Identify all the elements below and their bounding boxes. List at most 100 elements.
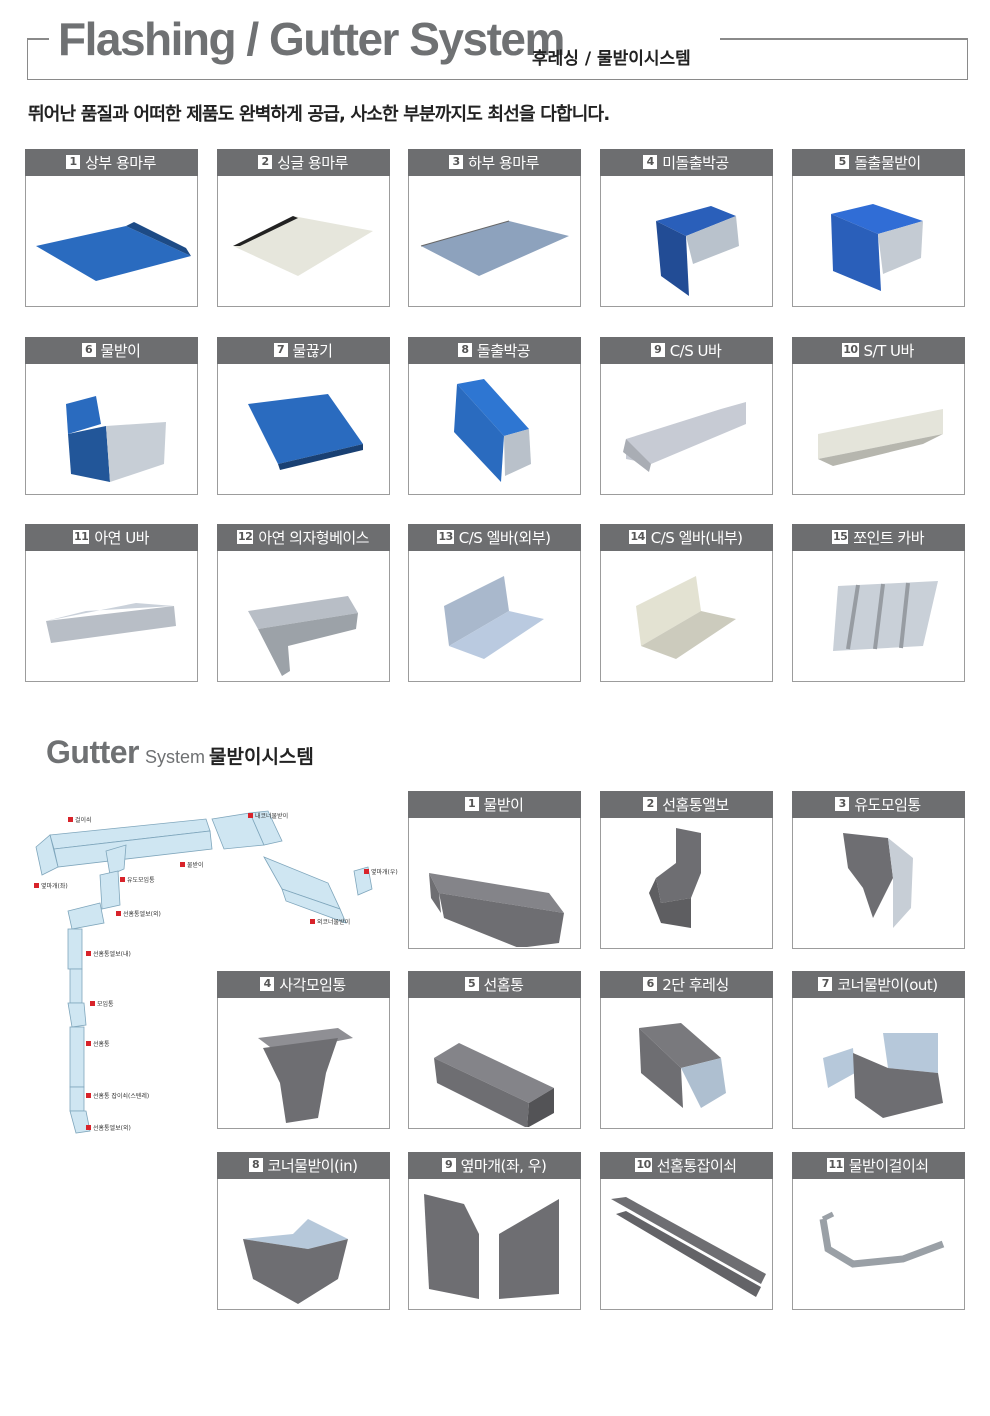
diagram-label: 물받이 [180, 860, 204, 869]
flashing-card-number: 4 [643, 155, 658, 169]
flashing-card-label: C/S U바 [669, 341, 722, 360]
gutter-card-number: 3 [835, 797, 850, 811]
flashing-product-image [248, 394, 363, 470]
gutter-card-label: 옆마개(좌, 우) [460, 1156, 547, 1175]
gutter-card-label: 코너물받이(out) [837, 975, 938, 994]
gutter-product-image [819, 1211, 945, 1268]
flashing-card: 13 C/S 엘바(외부) [407, 523, 581, 682]
gutter-card-number: 7 [818, 977, 833, 991]
diagram-label: 유도모임통 [120, 875, 155, 884]
diagram-label-text: 걸이쇠 [75, 817, 92, 824]
diagram-label-text: 내코너물받이 [255, 813, 289, 820]
flashing-card-number: 3 [449, 155, 464, 169]
marker-square-icon [68, 817, 73, 822]
tagline: 뛰어난 품질과 어떠한 제품도 완벽하게 공급, 사소한 부분까지도 최선을 다… [28, 104, 610, 125]
flashing-card-header: 9 C/S U바 [599, 336, 773, 364]
gutter-product-image [429, 873, 564, 947]
flashing-product-image [66, 396, 166, 482]
gutter-card-label: 선홈통잡이쇠 [656, 1156, 737, 1175]
page-subtitle: 후레싱 / 물받이시스템 [532, 49, 691, 69]
gutter-card-number: 2 [643, 797, 658, 811]
gutter-product-image [243, 1219, 348, 1304]
gutter-product-image [611, 1197, 766, 1297]
diagram-label-text: 선홈통 [93, 1041, 110, 1048]
gutter-product-image [843, 833, 913, 928]
gutter-card-number: 8 [248, 1158, 263, 1172]
gutter-title-big: Gutter [46, 734, 140, 770]
flashing-card-label: 상부 용마루 [85, 153, 156, 172]
diagram-label: 외코너물받이 [310, 917, 350, 926]
flashing-card: 4 미돌출박공 [599, 148, 773, 307]
gutter-card-number: 6 [643, 977, 658, 991]
flashing-product-image [233, 216, 373, 276]
flashing-product-image [636, 576, 736, 659]
diagram-label: 선홈통엘보(내) [86, 949, 131, 958]
gutter-product-image [424, 1194, 559, 1299]
marker-square-icon [120, 877, 125, 882]
flashing-card-label: 하부 용마루 [468, 153, 539, 172]
marker-square-icon [310, 919, 315, 924]
diagram-label: 옆마개(좌) [34, 881, 68, 890]
flashing-card-label: 아연 U바 [94, 528, 149, 547]
diagram-label: 옆마개(우) [364, 867, 398, 876]
diagram-label-text: 외코너물받이 [317, 919, 351, 926]
gutter-card-label: 물받이걸이쇠 [848, 1156, 929, 1175]
gutter-product-image [639, 1023, 726, 1108]
flashing-card-number: 13 [437, 530, 454, 544]
flashing-card-number: 11 [73, 530, 90, 544]
flashing-card-header: 11 아연 U바 [24, 523, 198, 551]
diagram-label-text: 옆마개(좌) [41, 883, 68, 890]
flashing-card: 9 C/S U바 [599, 336, 773, 495]
diagram-label-text: 물받이 [187, 862, 204, 869]
diagram-label: 선홈통 [86, 1039, 110, 1048]
diagram-label-text: 옆마개(우) [371, 869, 398, 876]
flashing-product-image [248, 596, 358, 676]
flashing-card-label: C/S 엘바(외부) [458, 528, 551, 547]
flashing-card-number: 1 [66, 155, 81, 169]
flashing-card-number: 5 [835, 155, 850, 169]
gutter-card-header: 3 유도모임통 [791, 790, 965, 818]
diagram-label: 걸이쇠 [68, 815, 92, 824]
gutter-card-label: 2단 후레싱 [662, 975, 729, 994]
gutter-card-label: 사각모임통 [279, 975, 346, 994]
marker-square-icon [86, 1041, 91, 1046]
flashing-card-label: 미돌출박공 [662, 153, 729, 172]
flashing-card-number: 14 [629, 530, 646, 544]
gutter-card: 7 코너물받이(out) [791, 970, 965, 1129]
flashing-card: 11 아연 U바 [24, 523, 198, 682]
flashing-product-image [444, 576, 544, 659]
flashing-card-number: 9 [650, 343, 665, 357]
flashing-card-label: 싱글 용마루 [277, 153, 348, 172]
flashing-card-label: 아연 의자형베이스 [258, 528, 369, 547]
diagram-label: 선홈통 잡이쇠(스텐레) [86, 1091, 149, 1100]
flashing-product-image [623, 402, 746, 472]
flashing-card: 12 아연 의자형베이스 [216, 523, 390, 682]
diagram-label-text: 선홈통엘보(외) [93, 1125, 131, 1132]
flashing-card-header: 1 상부 용마루 [24, 148, 198, 176]
flashing-card-header: 13 C/S 엘바(외부) [407, 523, 581, 551]
marker-square-icon [248, 813, 253, 818]
gutter-card-label: 유도모임통 [854, 795, 921, 814]
flashing-card-number: 12 [237, 530, 254, 544]
flashing-product-image [46, 603, 176, 643]
flashing-product-image [656, 206, 739, 296]
flashing-product-image [420, 220, 569, 276]
marker-square-icon [180, 862, 185, 867]
flashing-card-header: 4 미돌출박공 [599, 148, 773, 176]
